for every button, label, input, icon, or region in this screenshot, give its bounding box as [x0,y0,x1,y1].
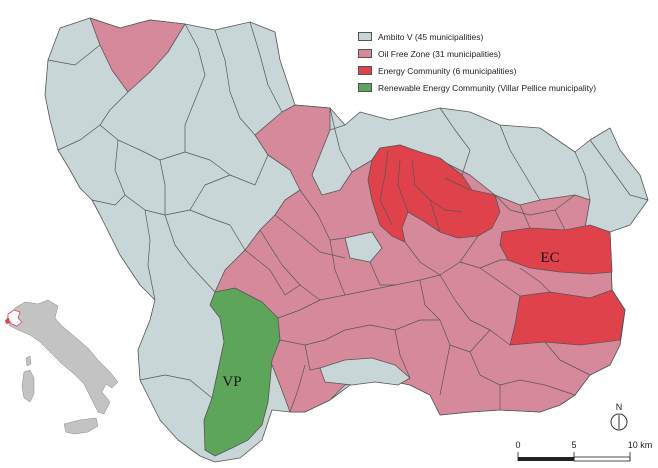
villar-pellice-label: VP [222,374,241,390]
north-arrow-label: N [616,402,623,412]
map-legend: Ambito V (45 municipalities) Oil Free Zo… [358,28,596,96]
legend-swatch-oil-free-zone [358,49,372,58]
energy-community-southeast [509,289,626,346]
inset-energy-community-marker [5,318,10,324]
villar-pellice-area [203,287,281,457]
ambito-v-enclave-north [344,231,383,263]
scale-bar-segment-dark [518,457,574,461]
legend-swatch-ambito [358,32,372,41]
scale-tick-10: 10 km [628,440,653,450]
scale-tick-0: 0 [515,440,520,450]
oil-free-zone-north-patch [89,17,186,93]
legend-label-oil-free-zone: Oil Free Zone (31 municipalities) [378,48,501,59]
energy-community-north [367,144,501,243]
legend-item-renewable-energy-community: Renewable Energy Community (Villar Pelli… [358,79,596,96]
legend-label-ambito: Ambito V (45 municipalities) [378,31,484,42]
scale-bar-segment-light [573,456,631,462]
scale-tick-5: 5 [571,440,576,450]
north-arrow-icon: N [610,402,628,431]
legend-label-renewable-energy-community: Renewable Energy Community (Villar Pelli… [378,82,597,93]
scale-bar: 0 5 10 km [515,440,653,462]
legend-swatch-energy-community [358,66,372,75]
energy-community-label: EC [540,250,559,266]
legend-item-energy-community: Energy Community (6 municipalities) [358,62,596,79]
legend-swatch-renewable-energy-community [358,83,372,92]
legend-item-oil-free-zone: Oil Free Zone (31 municipalities) [358,45,596,62]
legend-item-ambito: Ambito V (45 municipalities) [358,28,596,45]
italy-locator-icon [5,299,119,435]
legend-label-energy-community: Energy Community (6 municipalities) [378,65,517,76]
municipality-boundaries [47,21,649,413]
ambito-v-enclave-south [319,357,411,386]
energy-community-east [499,224,613,275]
